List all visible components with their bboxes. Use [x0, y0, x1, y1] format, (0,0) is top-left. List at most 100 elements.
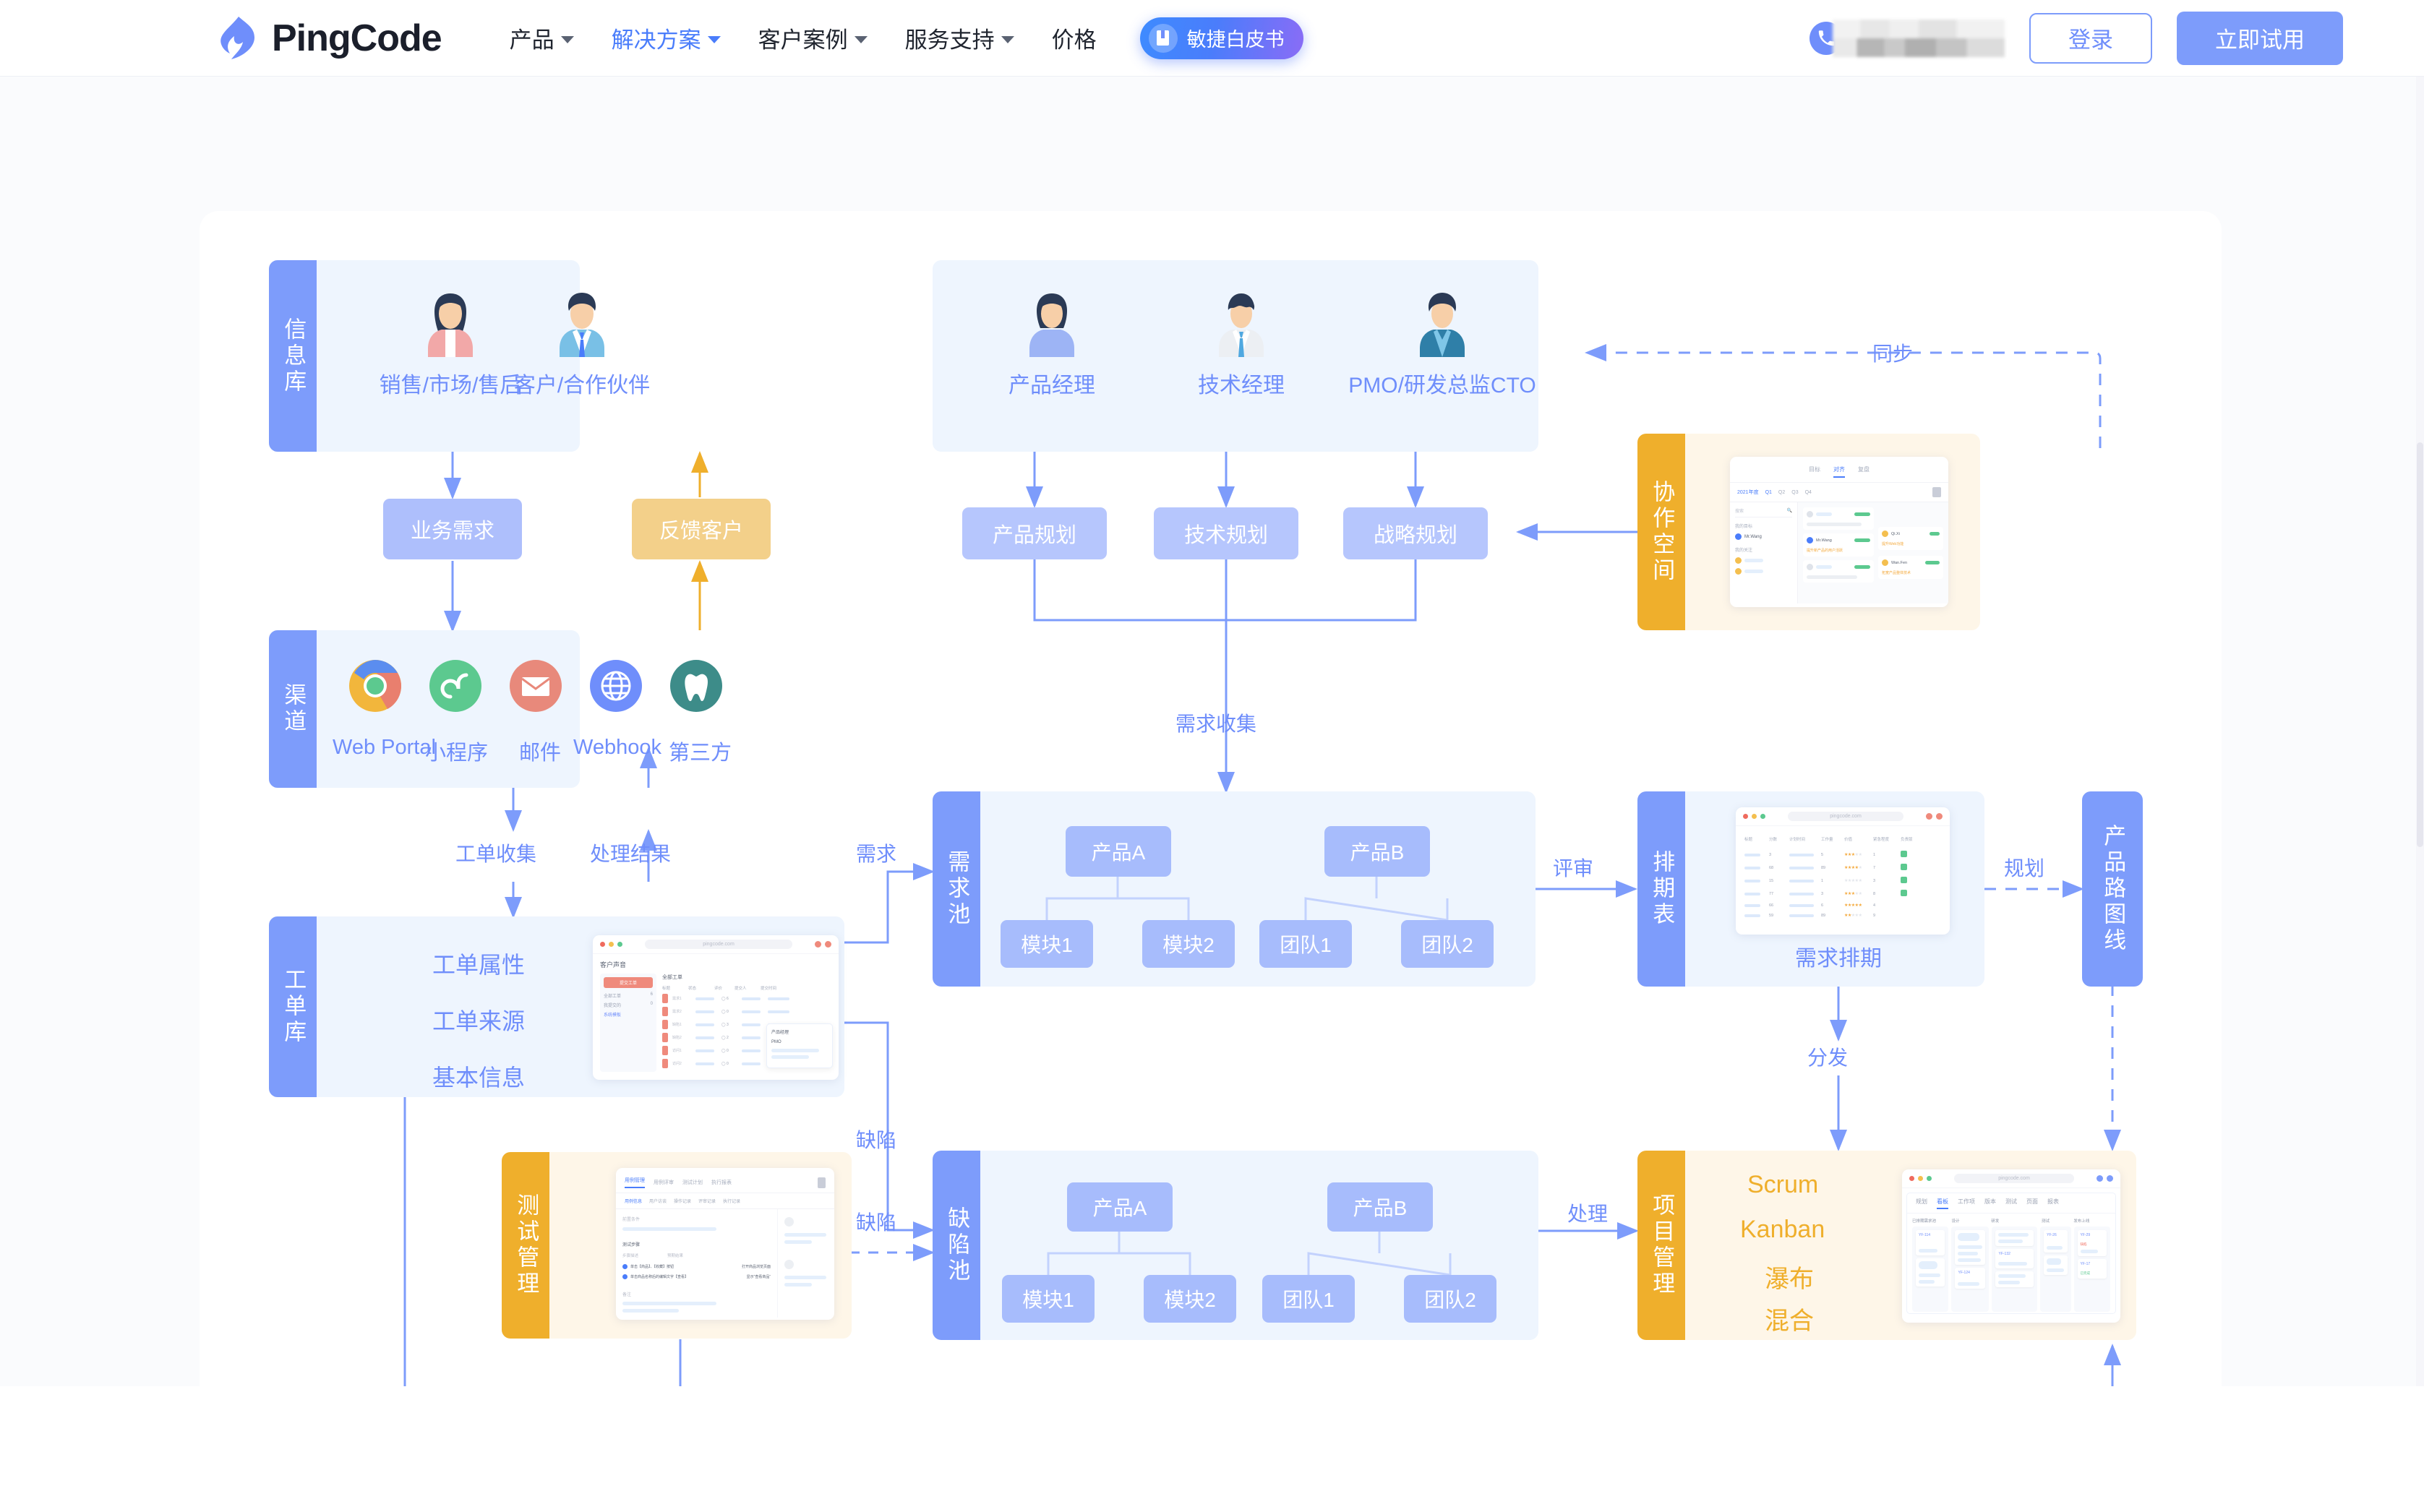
group-project-mgmt: 项目管理 Scrum Kanban 瀑布 混合 pingcode.com 规划 — [1637, 1151, 2136, 1340]
group-test-mgmt: 测试管理 用例管理 用例评审 测试计划 执行报表 用例信息 用户访谈 操作记录 … — [502, 1152, 852, 1339]
test-subtab-active[interactable]: 用例信息 — [625, 1200, 643, 1204]
chip-tech-plan[interactable]: 技术规划 — [1154, 507, 1298, 559]
chip-strategy-plan[interactable]: 战略规划 — [1343, 507, 1488, 559]
group-label-info-base: 信息库 — [269, 260, 317, 452]
test-tab-active[interactable]: 用例管理 — [625, 1177, 645, 1188]
whitepaper-button[interactable]: 敏捷白皮书 — [1139, 17, 1303, 59]
collab-quarter[interactable]: Q3 — [1791, 489, 1799, 495]
nav-label: 解决方案 — [611, 27, 701, 53]
defect-node-team-1[interactable]: 团队1 — [1262, 1275, 1355, 1323]
test-step-expect: 显示“查看商品” — [746, 1275, 771, 1279]
nav-item-solutions[interactable]: 解决方案 — [593, 22, 740, 54]
pool-node-product-a[interactable]: 产品A — [1066, 826, 1171, 877]
male-avatar-icon — [1420, 293, 1465, 357]
defect-node-module-2[interactable]: 模块2 — [1144, 1275, 1236, 1323]
window-close-dot — [1909, 1176, 1914, 1181]
persona-sales: 销售/市场/售后 — [374, 288, 526, 399]
group-ticket-base: 工单库 工单属性 工单来源 基本信息 pingcode.com 客户声音 — [269, 916, 844, 1097]
method-waterfall: 瀑布 — [1765, 1266, 1814, 1293]
test-step-desc: 单击【商品】、【收藏】按钮 — [630, 1265, 674, 1269]
test-subtab[interactable]: 操作记录 — [674, 1200, 692, 1204]
defect-node-module-1[interactable]: 模块1 — [1002, 1275, 1095, 1323]
proj-tab[interactable]: 页面 — [2026, 1198, 2038, 1205]
persona-product-manager: 产品经理 — [976, 288, 1128, 399]
mock-col: 标题 — [662, 987, 671, 991]
mock-ticket-submit-btn[interactable]: 提交工单 — [604, 977, 653, 988]
window-close-dot — [1743, 814, 1748, 819]
test-subtab[interactable]: 用户访谈 — [649, 1200, 667, 1204]
defect-tree-lines — [1047, 1232, 1452, 1276]
proj-card-id[interactable]: YF-132 — [1998, 1252, 2010, 1256]
nav-label: 产品 — [509, 27, 554, 53]
collab-tab-active[interactable]: 对齐 — [1833, 465, 1845, 478]
sched-col: 分数 — [1769, 838, 1778, 842]
group-label-requirement-pool: 需求池 — [933, 791, 980, 987]
nav-item-support[interactable]: 服务支持 — [886, 22, 1033, 54]
mock-url: pingcode.com — [1954, 1174, 2074, 1183]
collab-tab[interactable]: 目标 — [1809, 466, 1820, 473]
trial-button[interactable]: 立即试用 — [2177, 11, 2343, 65]
brand-logo[interactable]: PingCode — [217, 16, 442, 61]
collab-quarter[interactable]: Q2 — [1778, 489, 1786, 495]
pool-node-module-1[interactable]: 模块1 — [1001, 920, 1093, 968]
collab-search-label[interactable]: 搜索 — [1735, 510, 1744, 514]
proj-card-id[interactable]: YF-114 — [1919, 1233, 1931, 1237]
test-subtab[interactable]: 执行记录 — [723, 1200, 741, 1204]
caption-requirement-schedule: 需求排期 — [1795, 947, 1882, 971]
defect-node-product-b[interactable]: 产品B — [1327, 1182, 1433, 1232]
group-collab-space: 协作空间 目标 对齐 复盘 2021年度 Q1 Q2 Q3 Q4 — [1637, 434, 1980, 630]
mock-ticket-row[interactable]: 需求2◯ 0 — [662, 1007, 831, 1016]
chevron-down-icon — [1001, 36, 1014, 43]
pool-node-product-b[interactable]: 产品B — [1324, 826, 1430, 877]
test-tab[interactable]: 测试计划 — [682, 1180, 703, 1185]
pool-node-module-2[interactable]: 模块2 — [1142, 920, 1235, 968]
mock-project-window: pingcode.com 规划 看板 工作项 版本 测试 页面 报表 — [1902, 1169, 2120, 1323]
proj-tab[interactable]: 测试 — [2005, 1198, 2017, 1205]
group-info-base: 信息库 销售/市场/售后 — [269, 260, 650, 452]
proj-card-id[interactable]: YF-17 — [2080, 1262, 2091, 1266]
collab-quarter[interactable]: Q4 — [1804, 489, 1812, 495]
pool-node-team-1[interactable]: 团队1 — [1259, 920, 1352, 968]
collab-quarter[interactable]: Q1 — [1765, 489, 1772, 495]
mock-ticket-row[interactable]: 需求1◯ 6 — [662, 994, 831, 1003]
persona-pmo-cto: PMO/研发总监CTO — [1337, 288, 1547, 399]
proj-card-id[interactable]: YF-26 — [2047, 1233, 2057, 1237]
mock-side-count: 0 — [650, 1002, 653, 1006]
test-field-3: 备注 — [622, 1293, 632, 1297]
proj-card-id[interactable]: YF-29 — [2080, 1233, 2091, 1237]
login-button[interactable]: 登录 — [2029, 12, 2152, 64]
phone-contact[interactable] — [1810, 19, 2005, 57]
proj-tab-active[interactable]: 看板 — [1937, 1198, 1948, 1209]
test-tab[interactable]: 用例评审 — [654, 1180, 674, 1185]
proj-tab[interactable]: 版本 — [1984, 1198, 1996, 1205]
test-subtab[interactable]: 评审记录 — [698, 1200, 716, 1204]
defect-node-team-2[interactable]: 团队2 — [1404, 1275, 1496, 1323]
test-menu-icon[interactable] — [818, 1177, 826, 1188]
proj-tab[interactable]: 报表 — [2047, 1198, 2059, 1205]
nav-item-pricing[interactable]: 价格 — [1033, 22, 1115, 54]
nav-item-product[interactable]: 产品 — [491, 22, 593, 54]
nav-item-cases[interactable]: 客户案例 — [740, 22, 886, 54]
proj-tab[interactable]: 规划 — [1916, 1198, 1927, 1205]
sched-col: 工作量 — [1821, 838, 1833, 842]
defect-node-product-a[interactable]: 产品A — [1067, 1182, 1173, 1232]
chip-product-plan[interactable]: 产品规划 — [962, 507, 1107, 559]
pool-node-team-2[interactable]: 团队2 — [1401, 920, 1494, 968]
collab-menu-icon[interactable] — [1932, 487, 1941, 497]
test-tab[interactable]: 执行报表 — [711, 1180, 732, 1185]
chip-feedback-customer[interactable]: 反馈客户 — [632, 499, 771, 559]
female-avatar-icon — [428, 293, 473, 357]
page-scrollbar-thumb[interactable] — [2417, 442, 2423, 847]
proj-card-id[interactable]: YF-124 — [1958, 1271, 1970, 1275]
pool-tree-lines — [1045, 877, 1449, 922]
collab-tab[interactable]: 复盘 — [1858, 466, 1870, 473]
mock-url: pingcode.com — [1788, 812, 1903, 821]
proj-tab[interactable]: 工作项 — [1958, 1198, 1975, 1205]
chip-business-requirement[interactable]: 业务需求 — [383, 499, 522, 559]
